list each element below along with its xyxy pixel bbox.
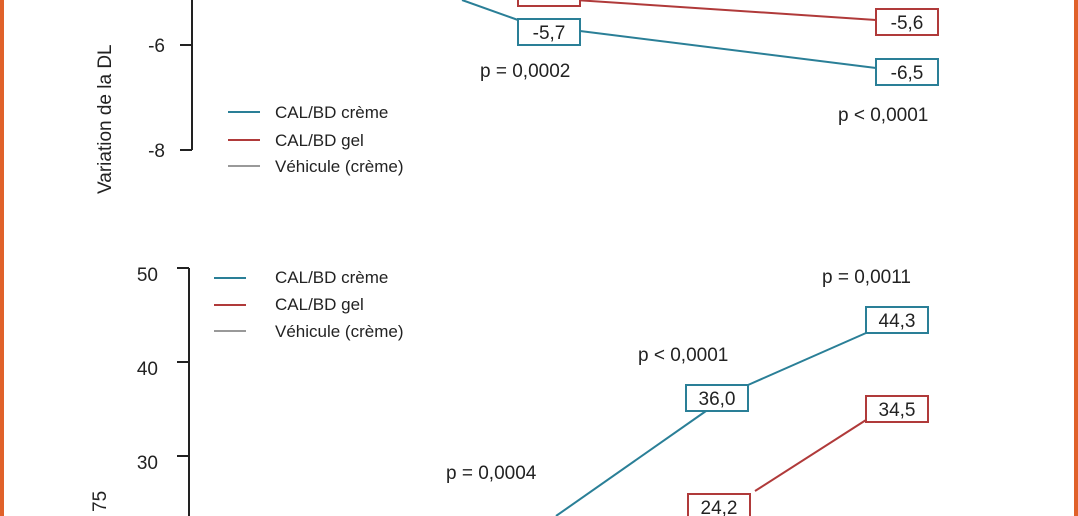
top-cream-label-1: -5,7 xyxy=(533,23,566,44)
top-cream-line-b xyxy=(579,30,877,69)
top-legend-label-gel: CAL/BD gel xyxy=(275,131,364,150)
bottom-tick-label-50: 50 xyxy=(137,265,158,286)
bottom-legend-label-gel: CAL/BD gel xyxy=(275,295,364,314)
bottom-legend: CAL/BD crème CAL/BD gel Véhicule (crème) xyxy=(214,268,404,341)
top-cream-line-a xyxy=(461,0,519,21)
top-gel-label-box-2 xyxy=(875,8,939,36)
top-tick-label-minus8: -8 xyxy=(148,141,165,162)
top-pvalue-2: p < 0,0001 xyxy=(838,105,928,126)
bottom-tick-label-40: 40 xyxy=(137,359,158,380)
bottom-gel-label-1: 24,2 xyxy=(701,498,738,516)
bottom-tick-label-30: 30 xyxy=(137,453,158,474)
bottom-cream-label-1: 36,0 xyxy=(699,389,736,410)
bottom-y-axis-label: 75 xyxy=(90,491,111,512)
bottom-gel-label-2: 34,5 xyxy=(879,400,916,421)
top-legend-label-cream: CAL/BD crème xyxy=(275,103,388,122)
bottom-legend-label-vehicle: Véhicule (crème) xyxy=(275,322,404,341)
top-y-axis-label: Variation de la DL xyxy=(95,44,116,194)
bottom-pvalue-1: p = 0,0004 xyxy=(446,463,537,484)
top-cream-label-box-1 xyxy=(517,18,581,46)
top-tick-label-minus6: -6 xyxy=(148,36,165,57)
bottom-cream-label-box-1 xyxy=(685,384,749,412)
top-gel-line xyxy=(574,0,877,21)
bottom-gel-label-box-2 xyxy=(865,395,929,423)
bottom-pvalue-2: p < 0,0001 xyxy=(638,345,728,366)
top-legend-label-vehicle: Véhicule (crème) xyxy=(275,157,404,176)
top-gel-label-box-partial xyxy=(517,0,581,7)
orange-frame-left xyxy=(0,0,4,516)
bottom-gel-line xyxy=(754,419,867,492)
bottom-pvalue-3: p = 0,0011 xyxy=(822,267,911,288)
top-cream-label-box-2 xyxy=(875,58,939,86)
bottom-cream-line-b xyxy=(747,332,867,386)
bottom-cream-label-box-2 xyxy=(865,306,929,334)
bottom-legend-label-cream: CAL/BD crème xyxy=(275,268,388,287)
top-gel-label-2: -5,6 xyxy=(891,13,924,34)
top-pvalue-1: p = 0,0002 xyxy=(480,61,570,82)
orange-frame-right xyxy=(1074,0,1078,516)
bottom-cream-label-2: 44,3 xyxy=(879,311,916,332)
bottom-gel-label-box-1 xyxy=(687,493,751,516)
top-legend: CAL/BD crème CAL/BD gel Véhicule (crème) xyxy=(228,103,404,176)
top-cream-label-2: -6,5 xyxy=(891,63,924,84)
top-chart: -6 -8 Variation de la DL -5,7 -5,6 -6,5 … xyxy=(95,0,939,194)
bottom-cream-line-a xyxy=(555,410,707,516)
bottom-chart: 50 40 30 75 36,0 44,3 34,5 24,2 p = 0,00… xyxy=(90,265,929,516)
